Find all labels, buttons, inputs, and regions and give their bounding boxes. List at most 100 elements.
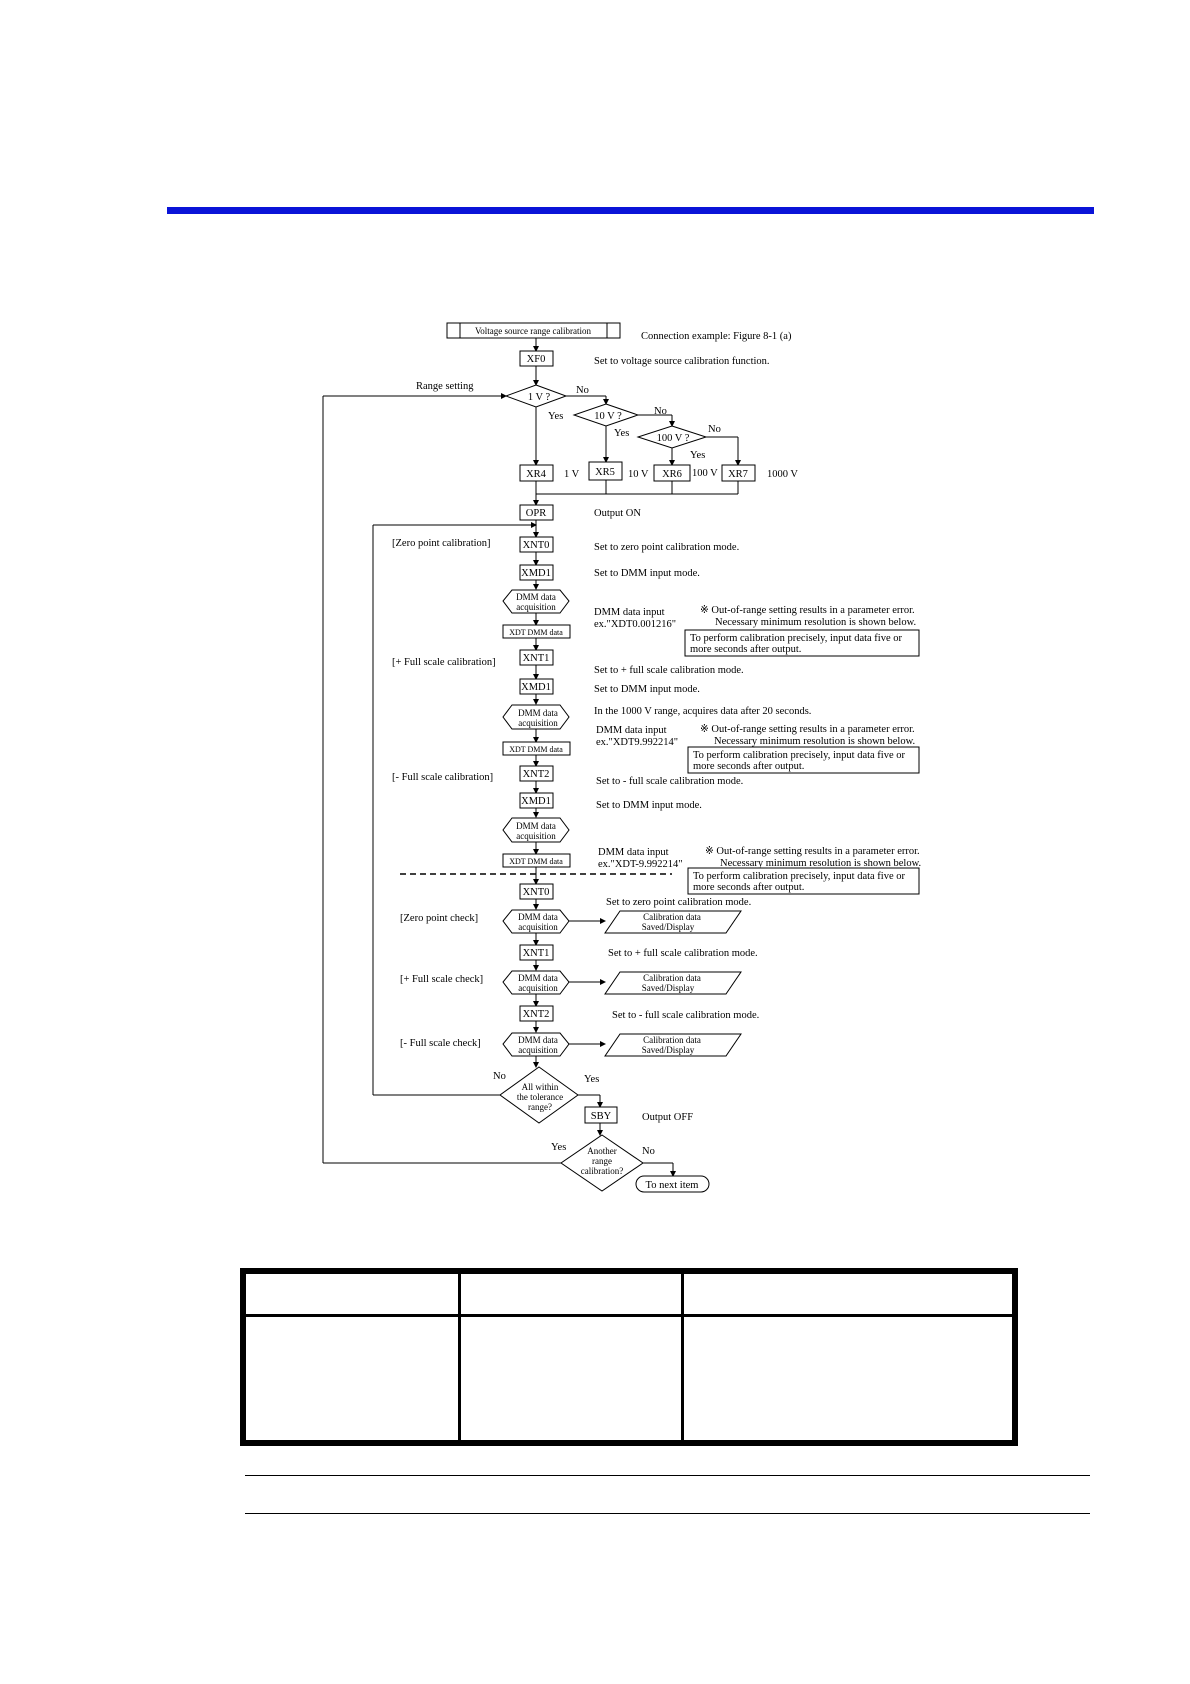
svg-text:XNT1: XNT1 xyxy=(523,653,550,664)
svg-text:Necessary minimum resolution i: Necessary minimum resolution is shown be… xyxy=(714,736,915,747)
xr5-box: XR5 xyxy=(588,461,623,481)
xmd1-box-2: XMD1 xyxy=(519,678,554,695)
output-off-note: Output OFF xyxy=(642,1112,693,1123)
svg-text:acquisition: acquisition xyxy=(516,602,556,612)
svg-text:Saved/Display: Saved/Display xyxy=(642,983,695,993)
svg-text:acquisition: acquisition xyxy=(518,922,558,932)
svg-text:acquisition: acquisition xyxy=(518,983,558,993)
svg-text:1 V ?: 1 V ? xyxy=(528,392,551,403)
table-cell xyxy=(242,1314,462,1443)
zero-cal-label: [Zero point calibration] xyxy=(392,538,491,549)
svg-text:XF0: XF0 xyxy=(527,354,546,365)
xdt-box-3: XDT DMM data xyxy=(502,853,571,868)
svg-text:XNT0: XNT0 xyxy=(523,887,550,898)
decision-100v: 100 V ? xyxy=(636,425,708,449)
svg-text:more seconds after output.: more seconds after output. xyxy=(693,882,804,893)
svg-text:DMM data: DMM data xyxy=(516,821,556,831)
table-header-2 xyxy=(458,1271,685,1317)
svg-text:※ Out-of-range setting results: ※ Out-of-range setting results in a para… xyxy=(705,846,920,857)
svg-text:No: No xyxy=(642,1146,655,1157)
svg-text:XDT DMM data: XDT DMM data xyxy=(509,745,563,754)
svg-text:OPR: OPR xyxy=(526,508,546,519)
xnt1-box-2: XNT1 xyxy=(519,944,554,961)
svg-text:To perform calibration precise: To perform calibration precisely, input … xyxy=(690,633,903,644)
svg-text:100 V ?: 100 V ? xyxy=(657,433,690,444)
next-item-terminal: To next item xyxy=(635,1175,710,1193)
xf0-note: Set to voltage source calibration functi… xyxy=(594,356,770,367)
decision-1v: 1 V ? xyxy=(504,384,568,408)
svg-text:Yes: Yes xyxy=(551,1142,566,1153)
svg-text:No: No xyxy=(654,406,667,417)
svg-text:To perform calibration precise: To perform calibration precisely, input … xyxy=(693,750,906,761)
svg-text:Yes: Yes xyxy=(548,411,563,422)
svg-text:1000 V: 1000 V xyxy=(767,469,798,480)
svg-text:acquisition: acquisition xyxy=(516,831,556,841)
table-header-3 xyxy=(681,1271,1015,1317)
svg-text:Set to + full scale calibratio: Set to + full scale calibration mode. xyxy=(608,948,758,959)
svg-text:※ Out-of-range setting results: ※ Out-of-range setting results in a para… xyxy=(700,724,915,735)
svg-text:Yes: Yes xyxy=(614,428,629,439)
xf0-box: XF0 xyxy=(519,350,554,367)
svg-text:Yes: Yes xyxy=(584,1074,599,1085)
svg-text:※ Out-of-range setting results: ※ Out-of-range setting results in a para… xyxy=(700,605,915,616)
svg-text:Set to - full scale calibratio: Set to - full scale calibration mode. xyxy=(596,776,743,787)
svg-text:DMM data: DMM data xyxy=(518,973,558,983)
footer-rule-top xyxy=(245,1475,1090,1476)
svg-text:Calibration data: Calibration data xyxy=(643,912,701,922)
svg-text:DMM data: DMM data xyxy=(518,708,558,718)
dmm-acq-3: DMM data acquisition xyxy=(502,817,570,843)
svg-text:DMM data: DMM data xyxy=(516,592,556,602)
svg-text:No: No xyxy=(708,424,721,435)
xnt1-box-1: XNT1 xyxy=(519,649,554,666)
svg-text:In the 1000 V range, acquires: In the 1000 V range, acquires data after… xyxy=(594,706,811,717)
svg-text:acquisition: acquisition xyxy=(518,1045,558,1055)
svg-text:Set to DMM input mode.: Set to DMM input mode. xyxy=(594,568,700,579)
svg-text:No: No xyxy=(576,385,589,396)
header-blue-bar xyxy=(167,207,1094,214)
zero-check-label: [Zero point check] xyxy=(400,913,478,924)
svg-text:All within: All within xyxy=(522,1082,559,1092)
svg-text:acquisition: acquisition xyxy=(518,718,558,728)
xnt2-box-2: XNT2 xyxy=(519,1005,554,1022)
decision-another-range: Another range calibration? xyxy=(560,1134,644,1192)
svg-text:To next item: To next item xyxy=(646,1180,699,1191)
table-row xyxy=(242,1314,1015,1443)
plus-cal-label: [+ Full scale calibration] xyxy=(392,657,496,668)
svg-text:XDT DMM data: XDT DMM data xyxy=(509,628,563,637)
svg-text:10 V ?: 10 V ? xyxy=(594,411,622,422)
svg-text:No: No xyxy=(493,1071,506,1082)
footer-rule-bottom xyxy=(245,1513,1090,1514)
svg-text:ex."XDT9.992214": ex."XDT9.992214" xyxy=(596,737,678,748)
svg-text:Calibration data: Calibration data xyxy=(643,1035,701,1045)
empty-table xyxy=(240,1268,1018,1446)
xdt-box-1: XDT DMM data xyxy=(502,624,571,639)
decision-tolerance: All within the tolerance range? xyxy=(499,1066,579,1124)
svg-text:XR5: XR5 xyxy=(595,467,615,478)
svg-text:Set to DMM input mode.: Set to DMM input mode. xyxy=(594,684,700,695)
table-header-1 xyxy=(242,1271,462,1317)
svg-text:XNT1: XNT1 xyxy=(523,948,550,959)
svg-text:XR4: XR4 xyxy=(526,469,547,480)
svg-text:Yes: Yes xyxy=(690,450,705,461)
svg-text:range?: range? xyxy=(528,1102,552,1112)
svg-text:Set to - full scale calibratio: Set to - full scale calibration mode. xyxy=(612,1010,759,1021)
dmm-acq-2: DMM data acquisition xyxy=(502,704,570,730)
svg-text:Set to DMM input mode.: Set to DMM input mode. xyxy=(596,800,702,811)
svg-text:DMM data input: DMM data input xyxy=(596,725,667,736)
output-on-note: Output ON xyxy=(594,508,641,519)
svg-text:XNT2: XNT2 xyxy=(523,1009,550,1020)
table-cell xyxy=(458,1314,685,1443)
title-text: Voltage source range calibration xyxy=(475,326,592,336)
xdt-box-2: XDT DMM data xyxy=(502,741,571,756)
svg-text:10 V: 10 V xyxy=(628,469,649,480)
plus-check-label: [+ Full scale check] xyxy=(400,974,483,985)
cal-data-2: Calibration data Saved/Display xyxy=(604,971,742,995)
svg-text:XMD1: XMD1 xyxy=(521,682,551,693)
xnt0-box-1: XNT0 xyxy=(519,536,554,553)
svg-text:DMM data: DMM data xyxy=(518,912,558,922)
svg-text:SBY: SBY xyxy=(591,1111,612,1122)
dmm-acq-4: DMM data acquisition xyxy=(502,909,570,934)
decision-10v: 10 V ? xyxy=(572,403,640,427)
cal-data-3: Calibration data Saved/Display xyxy=(604,1033,742,1057)
